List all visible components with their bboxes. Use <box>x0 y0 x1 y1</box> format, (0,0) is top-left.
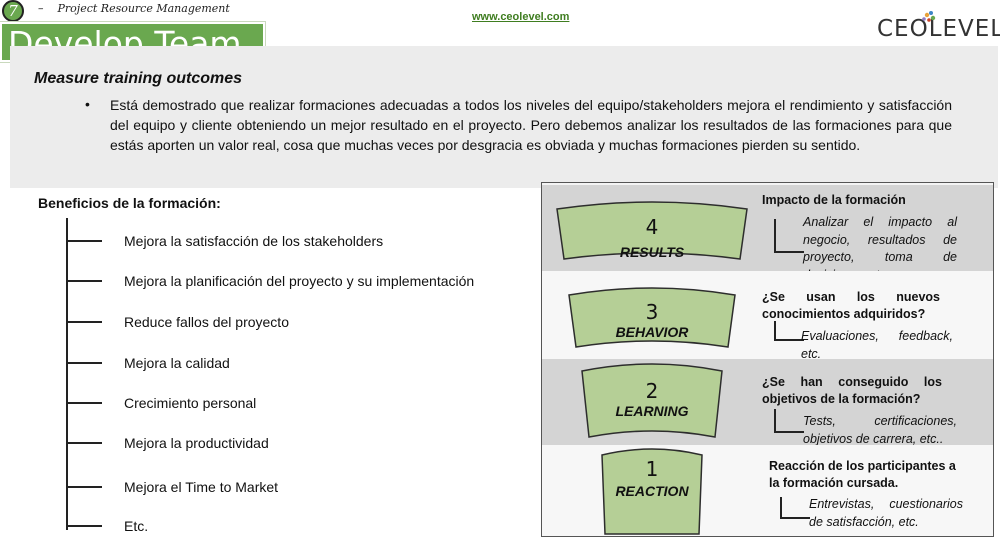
level-4-connector <box>774 219 804 253</box>
benefits-tree-trunk <box>66 218 68 530</box>
tree-branch <box>66 486 102 488</box>
level-row-1: 1 REACTION Reacción de los participantes… <box>542 445 993 536</box>
level-3-name: BEHAVIOR <box>615 324 689 340</box>
section-heading: Measure training outcomes <box>34 70 243 87</box>
benefit-label: Mejora el Time to Market <box>124 479 279 495</box>
intro-bullet: • <box>85 96 90 112</box>
level-2-shape <box>581 363 723 438</box>
level-row-4: 4 RESULTS Impacto de la formación Analiz… <box>542 185 993 282</box>
colored-dots-icon <box>922 11 936 22</box>
tree-branch <box>66 240 102 242</box>
ceolevel-logo: CEOLEVEL. <box>877 10 1000 44</box>
benefit-label: Mejora la satisfacción de los stakeholde… <box>124 233 384 249</box>
kirkpatrick-panel: 4 RESULTS Impacto de la formación Analiz… <box>541 182 994 537</box>
level-4-shape <box>556 201 748 260</box>
level-1-title: Reacción de los participantes a la forma… <box>769 459 956 490</box>
level-row-3: 3 BEHAVIOR ¿Se usan los nuevos conocimie… <box>542 271 993 361</box>
benefit-label: Etc. <box>124 518 149 534</box>
level-3-shape <box>568 287 736 348</box>
level-1-description: Entrevistas, cuestionarios de satisfacci… <box>809 497 963 529</box>
chapter-dash: – <box>38 2 44 15</box>
benefits-title: Beneficios de la formación: <box>38 195 221 211</box>
tree-branch <box>66 525 102 527</box>
benefit-label: Reduce fallos del proyecto <box>124 314 289 330</box>
level-3-title: ¿Se usan los nuevos conocimientos adquir… <box>762 290 940 321</box>
benefit-label: Mejora la calidad <box>124 355 230 371</box>
intro-paragraph: Está demostrado que realizar formaciones… <box>110 97 952 153</box>
tree-branch <box>66 402 102 404</box>
level-3-number: 3 <box>645 300 659 324</box>
level-2-title: ¿Se han conseguido los objetivos de la f… <box>762 375 942 406</box>
tree-branch <box>66 321 102 323</box>
level-1-number: 1 <box>645 457 659 481</box>
benefit-label: Mejora la planificación del proyecto y s… <box>124 273 475 289</box>
level-2-name: LEARNING <box>615 403 689 419</box>
level-1-shape <box>601 448 703 535</box>
level-1-name: REACTION <box>615 483 689 499</box>
tree-branch <box>66 280 102 282</box>
tree-branch <box>66 362 102 364</box>
level-2-connector <box>774 409 804 433</box>
level-4-title: Impacto de la formación <box>762 193 906 207</box>
level-2-description: Tests, certificaciones, objetivos de car… <box>803 414 957 446</box>
level-3-connector <box>774 321 804 341</box>
chapter-label: –Project Resource Management <box>38 2 230 15</box>
level-1-connector <box>780 497 810 519</box>
chapter-number-badge: 7 <box>2 0 24 22</box>
level-3-description: Evaluaciones, feedback, etc. <box>801 329 953 361</box>
level-2-number: 2 <box>645 379 659 403</box>
benefit-label: Crecimiento personal <box>124 395 257 411</box>
logo-text: CEOLEVEL. <box>877 16 1000 42</box>
level-4-name: RESULTS <box>619 244 685 260</box>
intro-panel <box>10 46 998 188</box>
benefit-label: Mejora la productividad <box>124 435 269 451</box>
level-row-2: 2 LEARNING ¿Se han conseguido los objeti… <box>542 359 993 446</box>
chapter-title: Project Resource Management <box>57 2 230 15</box>
level-4-number: 4 <box>645 215 659 239</box>
site-url-link[interactable]: www.ceolevel.com <box>472 11 570 23</box>
tree-branch <box>66 442 102 444</box>
